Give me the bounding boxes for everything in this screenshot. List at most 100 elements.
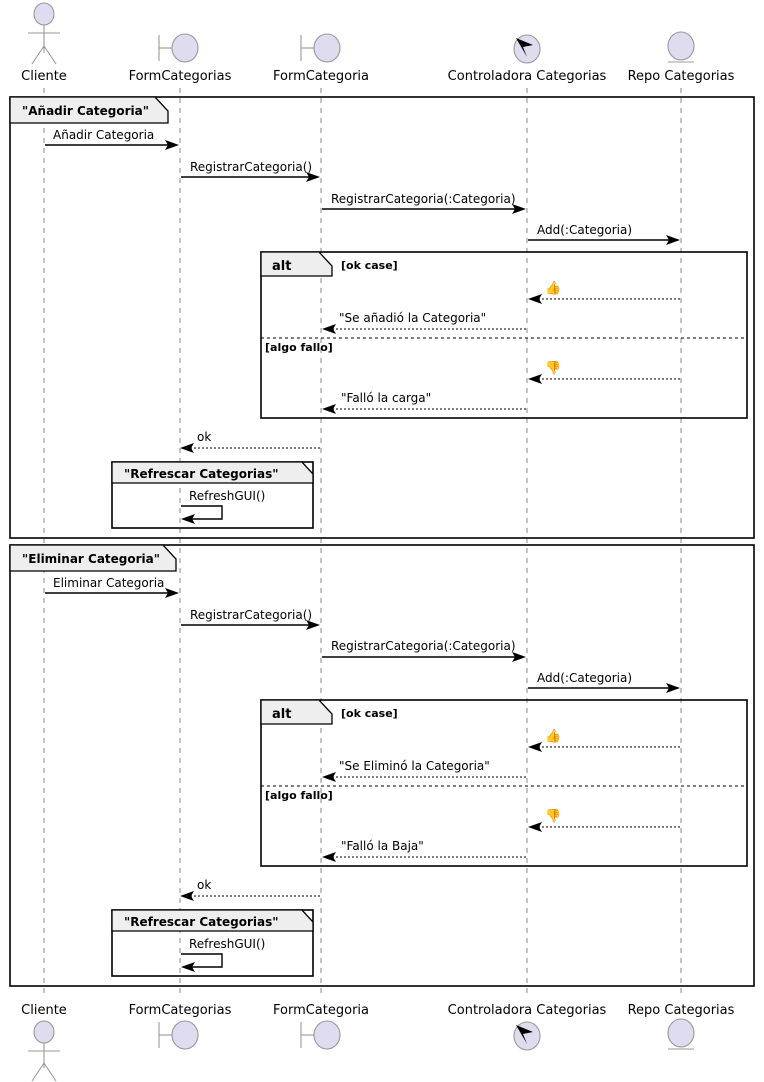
message-label: ok: [197, 878, 211, 892]
message-label: Añadir Categoria: [53, 128, 154, 142]
message-label: "Se Eliminó la Categoria": [339, 759, 490, 773]
actor-leg-left-icon: [31, 45, 45, 65]
message-arrowhead: [181, 962, 195, 972]
participant-label-controladora: Controladora Categorias: [448, 69, 607, 84]
alt-guard-fallo: [algo fallo]: [265, 789, 333, 802]
self-message-loop: [181, 953, 223, 968]
participant-label-repo: Repo Categorias: [628, 69, 735, 84]
message-anadir-categoria[interactable]: Añadir Categoria: [45, 128, 179, 150]
group-frame-border: [9, 96, 755, 539]
control-arrow-icon: [516, 1025, 533, 1044]
participant-footer-formcategoria[interactable]: FormCategoria: [273, 1003, 369, 1050]
boundary-icon: [313, 1020, 341, 1050]
message-arrowhead: [306, 172, 320, 182]
message-label: Eliminar Categoria: [53, 576, 164, 590]
message-registrarcategoria-param-2[interactable]: RegistrarCategoria(:Categoria): [322, 639, 526, 662]
message-registrarcategoria[interactable]: RegistrarCategoria(): [181, 160, 320, 182]
message-arrowhead: [528, 294, 542, 304]
self-message-refreshgui[interactable]: RefreshGUI(): [181, 489, 265, 524]
message-label: RegistrarCategoria(:Categoria): [331, 639, 516, 653]
alt-fragment-anadir: alt [ok case] 👍 "Se añadió la Categoria"…: [260, 251, 748, 419]
participant-label-formcategoria-footer: FormCategoria: [273, 1003, 369, 1018]
self-message-refreshgui-2[interactable]: RefreshGUI(): [181, 937, 265, 972]
entity-icon: [667, 31, 695, 61]
message-ok-return[interactable]: ok: [180, 430, 320, 453]
participant-label-formcategorias: FormCategorias: [129, 69, 232, 84]
nested-group-label: "Refrescar Categorias": [124, 915, 279, 929]
alt-fragment-tab: [260, 699, 333, 725]
actor-leg-left-icon: [31, 1062, 45, 1082]
participant-label-cliente-footer: Cliente: [21, 1003, 67, 1018]
message-thumbs-down-return-2[interactable]: 👎: [528, 808, 680, 832]
alt-fragment-tab: [260, 251, 333, 277]
participant-label-repo-footer: Repo Categorias: [628, 1003, 735, 1018]
message-label: Add(:Categoria): [537, 671, 632, 685]
participant-label-formcategoria: FormCategoria: [273, 69, 369, 84]
boundary-icon: [313, 33, 341, 63]
alt-fragment-kind-label: alt: [272, 707, 291, 722]
message-registrarcategoria-2[interactable]: RegistrarCategoria(): [181, 608, 320, 630]
nested-group-tab: [111, 461, 314, 484]
message-arrowhead: [512, 204, 526, 214]
participant-label-controladora-footer: Controladora Categorias: [448, 1003, 607, 1018]
group-header-tab: [9, 96, 169, 124]
actor-head-icon: [33, 2, 55, 26]
alt-fragment-border: [260, 699, 748, 867]
message-add-categoria[interactable]: Add(:Categoria): [528, 223, 680, 245]
group-header-tab: [9, 544, 177, 572]
message-se-anadio[interactable]: "Se añadió la Categoria": [322, 311, 526, 334]
participant-header-controladora[interactable]: Controladora Categorias: [448, 34, 607, 84]
message-arrowhead: [181, 514, 195, 524]
message-label: "Falló la carga": [341, 391, 431, 405]
participant-footer-cliente[interactable]: Cliente: [21, 1003, 67, 1082]
message-fallo-carga[interactable]: "Falló la carga": [322, 391, 526, 414]
message-thumbs-up-return-2[interactable]: 👍: [528, 728, 680, 752]
group-frame-border: [9, 544, 755, 987]
actor-head-icon: [33, 1020, 55, 1044]
message-se-elimino[interactable]: "Se Eliminó la Categoria": [322, 759, 526, 782]
participant-header-cliente[interactable]: Cliente: [21, 2, 67, 84]
group-label-anadir: "Añadir Categoria": [22, 104, 149, 118]
message-add-categoria-2[interactable]: Add(:Categoria): [528, 671, 680, 693]
message-arrowhead: [528, 742, 542, 752]
boundary-icon: [171, 1020, 199, 1050]
message-label: RefreshGUI(): [189, 489, 265, 503]
message-label: "Falló la Baja": [341, 839, 424, 853]
participant-footer-controladora[interactable]: Controladora Categorias: [448, 1003, 607, 1051]
boundary-icon: [171, 33, 199, 63]
message-arrowhead: [165, 588, 179, 598]
entity-icon: [667, 1018, 695, 1048]
participant-header-formcategorias[interactable]: FormCategorias: [129, 33, 232, 84]
message-label: RegistrarCategoria(): [190, 608, 312, 622]
message-arrowhead: [322, 772, 336, 782]
message-label: RefreshGUI(): [189, 937, 265, 951]
message-registrarcategoria-param[interactable]: RegistrarCategoria(:Categoria): [322, 192, 526, 214]
message-ok-return-2[interactable]: ok: [180, 878, 320, 901]
participant-header-repo[interactable]: Repo Categorias: [628, 31, 735, 84]
message-thumbs-up-return[interactable]: 👍: [528, 280, 680, 304]
actor-leg-right-icon: [43, 1062, 57, 1082]
nested-group-refrescar-2: "Refrescar Categorias" RefreshGUI(): [111, 909, 314, 977]
message-label: RegistrarCategoria(:Categoria): [331, 192, 516, 206]
self-message-loop: [181, 505, 223, 520]
participant-header-formcategoria[interactable]: FormCategoria: [273, 33, 369, 84]
message-arrowhead: [322, 852, 336, 862]
control-arrow-icon: [516, 38, 533, 57]
message-eliminar-categoria[interactable]: Eliminar Categoria: [45, 576, 179, 598]
group-anadir-categoria: "Añadir Categoria" Añadir Categoria Regi…: [9, 96, 755, 539]
thumbs-down-icon: 👎: [545, 808, 561, 824]
message-arrowhead: [528, 374, 542, 384]
participant-footer-formcategorias[interactable]: FormCategorias: [129, 1003, 232, 1050]
group-label-eliminar: "Eliminar Categoria": [22, 552, 160, 566]
nested-group-tab: [111, 909, 314, 932]
thumbs-up-icon: 👍: [545, 728, 561, 744]
message-thumbs-down-return[interactable]: 👎: [528, 360, 680, 384]
lifelines-group: [43, 88, 682, 995]
message-fallo-baja[interactable]: "Falló la Baja": [322, 839, 526, 862]
actor-leg-right-icon: [43, 45, 57, 65]
message-arrowhead: [528, 822, 542, 832]
participant-footer-repo[interactable]: Repo Categorias: [628, 1003, 735, 1050]
alt-fragment-eliminar: alt [ok case] 👍 "Se Eliminó la Categoria…: [260, 699, 748, 867]
